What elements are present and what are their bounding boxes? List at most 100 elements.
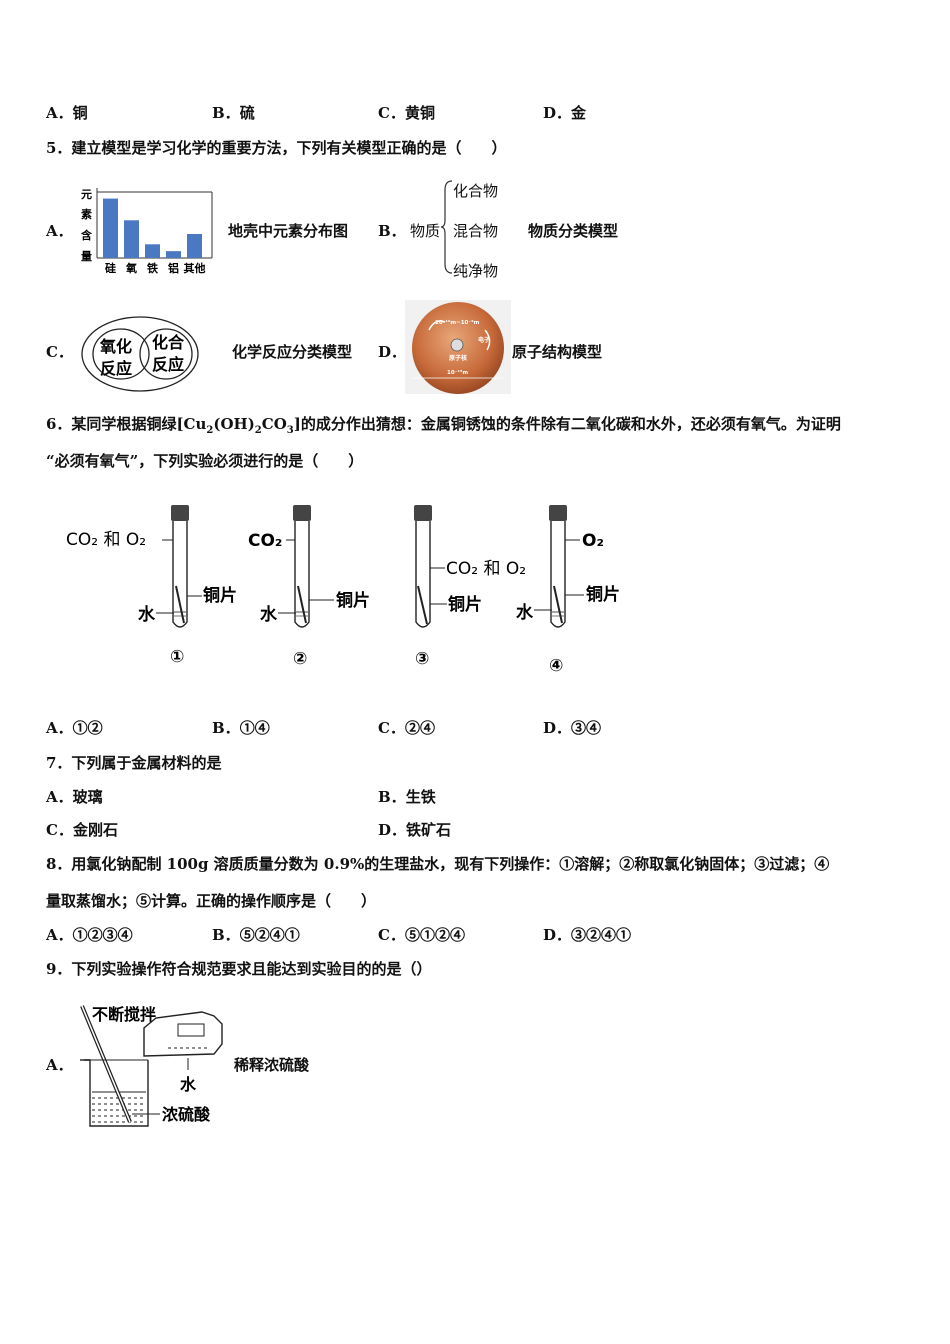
q6-option-b[interactable]: B．①④ (212, 717, 270, 738)
q5-option-d-key[interactable]: D． (378, 343, 407, 361)
q6-option-d[interactable]: D．③④ (543, 717, 601, 738)
option-key: C． (378, 104, 405, 122)
stopper-icon (549, 505, 567, 521)
water-label: 水 (516, 602, 534, 623)
test-tube-1: CO₂ 和 O₂ 铜片 水 ① (66, 505, 237, 667)
nucleus-icon (450, 338, 464, 352)
oxidation-circle (92, 328, 150, 380)
electron-label: 电子 (478, 336, 490, 344)
q7-option-d[interactable]: D．铁矿石 (378, 819, 451, 840)
q4-option-c[interactable]: C．黄铜 (378, 102, 435, 123)
option-key: B． (378, 788, 406, 806)
option-key: D． (543, 926, 572, 944)
venn-left-label: 氧化 (99, 337, 132, 356)
tube-icon (415, 521, 431, 628)
glass-rod-highlight (81, 1005, 131, 1123)
option-text: 生铁 (405, 788, 436, 806)
test-tube-2: CO₂ 铜片 水 ② (248, 505, 370, 669)
option-key: B． (212, 926, 240, 944)
option-key: C． (46, 821, 73, 839)
element-distribution-chart: 元 素 含 量 硅氧铁铝其他 (80, 188, 213, 275)
q6-option-c[interactable]: C．②④ (378, 717, 435, 738)
classification-root: 物质 (410, 222, 441, 240)
q7-option-b[interactable]: B．生铁 (378, 786, 436, 807)
option-key: D． (543, 104, 572, 122)
copper-sheet-icon (297, 585, 307, 624)
option-text: 铜 (72, 104, 88, 122)
test-tubes-figure: CO₂ 和 O₂ 铜片 水 ① CO₂ 铜片 水 ② CO₂ 和 O₂ 铜片 ③ (66, 505, 620, 676)
q8-option-c[interactable]: C．⑤①②④ (378, 924, 465, 945)
option-text: ⑤①②④ (404, 926, 465, 944)
stem-part: ]的成分作出猜想：金属铜锈蚀的条件除有二氧化碳和水外，还必须有氧气。为证明 (293, 415, 841, 433)
metal-label: 铜片 (203, 585, 237, 606)
q5-option-c-key[interactable]: C． (46, 343, 73, 361)
q7-option-a[interactable]: A．玻璃 (46, 786, 103, 807)
water-label: 水 (138, 604, 156, 625)
nucleus-size-label: 10⁻¹⁵m (447, 369, 468, 376)
ylabel-char: 元 (81, 188, 92, 201)
q6-option-a[interactable]: A．①② (46, 717, 103, 738)
q5-option-b-caption: 物质分类模型 (528, 222, 619, 240)
q5-option-a-caption: 地壳中元素分布图 (228, 222, 349, 240)
ylabel-char: 量 (81, 250, 92, 263)
acid-label: 浓硫酸 (162, 1105, 211, 1124)
copper-sheet-icon (553, 585, 563, 624)
option-key: A． (46, 788, 73, 806)
option-text: ①②③④ (72, 926, 133, 944)
q4-option-d[interactable]: D．金 (543, 102, 586, 123)
gas-label: CO₂ (248, 531, 282, 551)
test-tube-3: CO₂ 和 O₂ 铜片 ③ (414, 505, 526, 669)
option-text: ①④ (239, 719, 270, 737)
tube-icon (172, 521, 188, 628)
option-key: B． (212, 104, 240, 122)
gas-label: CO₂ 和 O₂ (66, 530, 146, 550)
stopper-icon (414, 505, 432, 521)
option-key: A． (46, 719, 73, 737)
copper-sheet-icon (175, 585, 185, 624)
q5-option-b-key[interactable]: B． (378, 222, 406, 240)
q4-option-b[interactable]: B．硫 (212, 102, 255, 123)
subscript: 2 (206, 425, 214, 436)
q9-option-a-key[interactable]: A． (46, 1056, 73, 1074)
metal-label: 铜片 (336, 590, 370, 611)
metal-label: 铜片 (586, 584, 620, 605)
copper-sheet-icon (417, 585, 428, 625)
option-key: C． (378, 719, 405, 737)
subscript: 3 (286, 425, 294, 436)
stopper-icon (171, 505, 189, 521)
q9-stem: 9．下列实验操作符合规范要求且能达到实验目的的是（） (46, 960, 432, 978)
q8-option-a[interactable]: A．①②③④ (46, 924, 133, 945)
gas-label: CO₂ 和 O₂ (446, 559, 526, 579)
electron-path-icon (484, 329, 491, 351)
ylabel-char: 含 (80, 228, 93, 242)
reaction-venn-diagram: 氧化 反应 化合 反应 (81, 316, 199, 392)
water-label: 水 (260, 604, 278, 625)
gas-label: O₂ (582, 531, 604, 551)
q8-stem-line2: 量取蒸馏水；⑤计算。正确的操作顺序是（ ） (46, 892, 377, 910)
atom-size-label: 10⁻¹⁰m~10⁻⁹m (435, 319, 480, 326)
q5-option-a-key[interactable]: A． (46, 222, 73, 240)
category-label: 其他 (184, 261, 206, 275)
q6-stem-line2: “必须有氧气”，下列实验必须进行的是（ ） (46, 452, 364, 470)
bar-1 (124, 220, 139, 258)
option-text: ③②④① (571, 926, 632, 944)
venn-left-label: 反应 (100, 359, 132, 378)
category-label: 铝 (168, 261, 179, 275)
classification-branch: 化合物 (453, 182, 499, 200)
category-label: 硅 (105, 261, 116, 275)
venn-right-label: 化合 (152, 333, 185, 352)
option-key: C． (378, 926, 405, 944)
water-label: 水 (180, 1075, 197, 1094)
subscript: 2 (254, 425, 262, 436)
q4-option-a[interactable]: A．铜 (46, 102, 88, 123)
stem-part: CO (261, 415, 287, 433)
venn-right-label: 反应 (152, 355, 184, 374)
tube-number: ④ (549, 656, 563, 676)
q8-option-d[interactable]: D．③②④① (543, 924, 631, 945)
q7-stem: 7．下列属于金属材料的是 (46, 754, 222, 772)
q7-option-c[interactable]: C．金刚石 (46, 819, 118, 840)
q8-option-b[interactable]: B．⑤②④① (212, 924, 300, 945)
brace-icon (440, 180, 453, 274)
option-text: 黄铜 (404, 104, 435, 122)
classification-branch: 纯净物 (453, 262, 499, 280)
